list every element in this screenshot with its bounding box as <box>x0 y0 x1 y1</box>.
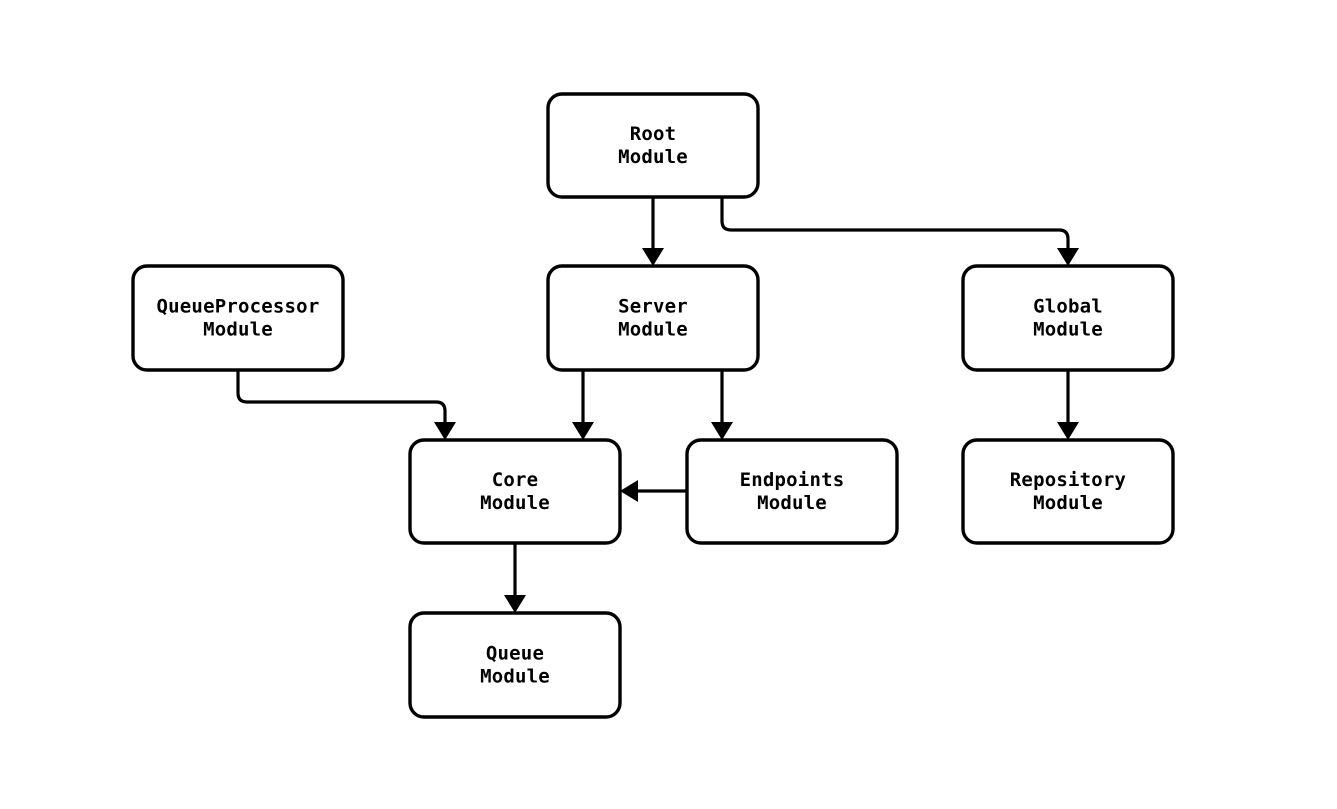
edge-arrowhead <box>711 422 733 440</box>
edge-root-to-server <box>642 197 664 266</box>
node-label-line2: Module <box>480 666 550 688</box>
node-box[interactable] <box>546 92 760 199</box>
edge-root-to-global <box>720 197 1079 266</box>
node-label-line1: Server <box>618 296 688 318</box>
edge-arrowhead <box>1057 248 1079 266</box>
node-label-line2: Module <box>203 319 273 341</box>
edge-global-to-repository <box>1057 370 1079 440</box>
node-label-line1: Global <box>1033 296 1103 318</box>
node-label-line2: Module <box>618 319 688 341</box>
node-box[interactable] <box>961 438 1175 545</box>
edge-line <box>236 370 447 423</box>
node-label-line2: Module <box>480 492 550 514</box>
edge-core-to-queue <box>504 543 526 613</box>
edges-layer <box>236 197 1079 613</box>
nodes-layer: RootModuleQueueProcessorModuleServerModu… <box>131 92 1175 719</box>
edge-endpoints-to-core <box>620 480 687 502</box>
node-box[interactable] <box>408 438 622 545</box>
node-label-line2: Module <box>1033 492 1103 514</box>
edge-queueprocessor-to-core <box>236 370 456 440</box>
node-box[interactable] <box>546 264 760 372</box>
node-box[interactable] <box>408 611 622 719</box>
node-label-line1: Repository <box>1010 469 1126 491</box>
node-label-line2: Module <box>757 492 827 514</box>
edge-arrowhead <box>434 422 456 440</box>
edge-arrowhead <box>620 480 638 502</box>
node-label-line1: Queue <box>486 643 544 665</box>
edge-arrowhead <box>1057 422 1079 440</box>
edge-arrowhead <box>572 422 594 440</box>
edge-server-to-endpoints <box>711 370 733 440</box>
node-label-line1: Endpoints <box>740 469 845 491</box>
edge-server-to-core <box>572 370 594 440</box>
node-box[interactable] <box>685 438 899 545</box>
node-label-line1: Core <box>492 469 539 491</box>
node-label-line2: Module <box>618 146 688 168</box>
node-label-line1: QueueProcessor <box>157 296 320 318</box>
edge-arrowhead <box>504 595 526 613</box>
node-label-line2: Module <box>1033 319 1103 341</box>
node-box[interactable] <box>131 264 345 372</box>
edge-arrowhead <box>642 248 664 266</box>
node-label-line1: Root <box>630 123 677 145</box>
edge-line <box>720 197 1070 249</box>
node-box[interactable] <box>961 264 1175 372</box>
